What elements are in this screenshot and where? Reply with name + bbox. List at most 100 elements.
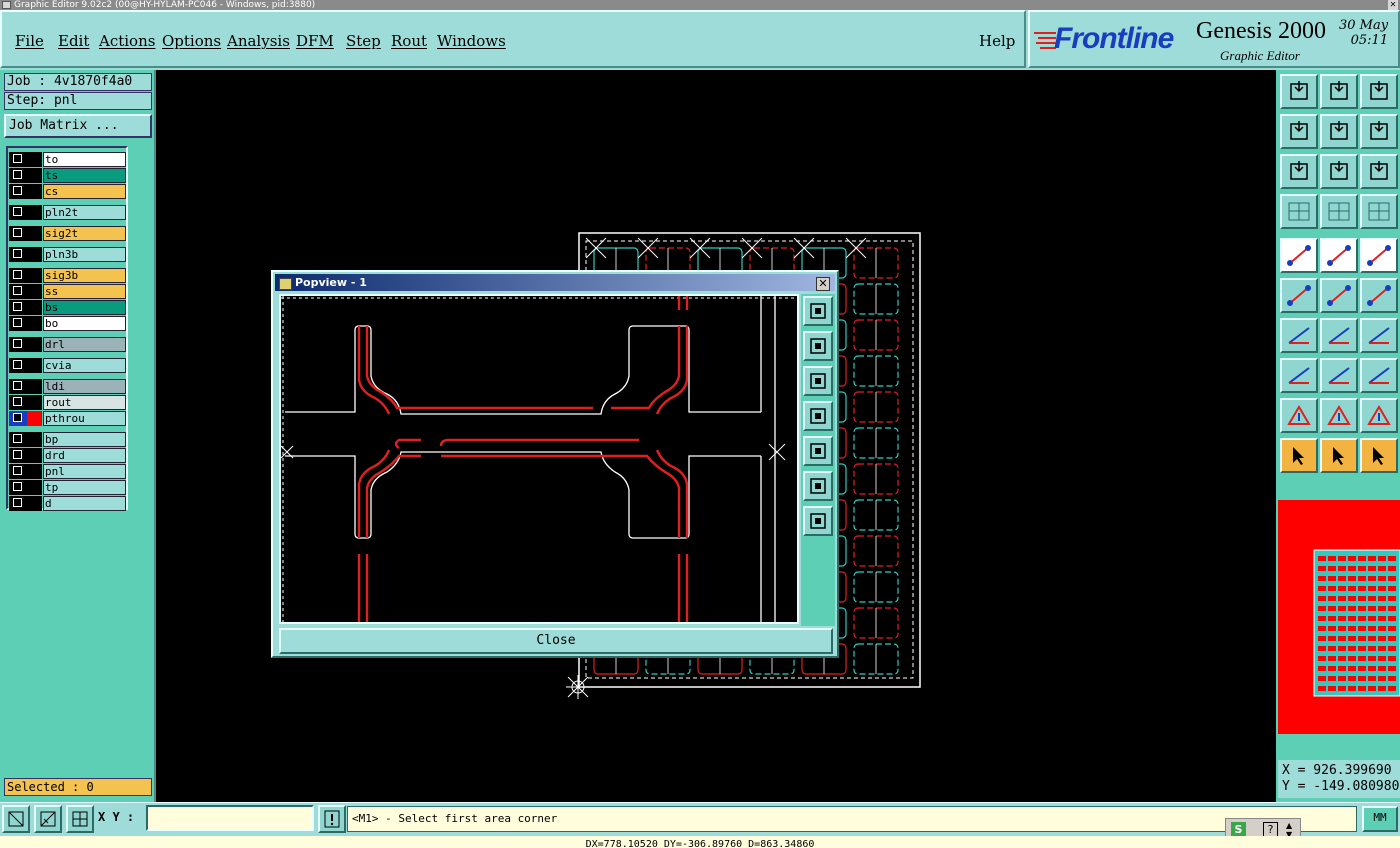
measure-tool-button[interactable] (1360, 358, 1398, 393)
layer-row-bo[interactable]: bo (9, 316, 126, 331)
pan-left-button[interactable] (803, 401, 833, 431)
overview-map[interactable] (1278, 500, 1400, 734)
layer-row-ldi[interactable]: ldi (9, 379, 126, 394)
layer-checkbox[interactable] (9, 268, 42, 283)
menu-rout[interactable]: Rout (391, 32, 428, 50)
layer-row-drd[interactable]: drd (9, 448, 126, 463)
pointer-select-tool-button[interactable] (1320, 438, 1358, 473)
triangle-tool-button[interactable] (1280, 398, 1318, 433)
grid-tool-button[interactable] (1320, 194, 1358, 229)
zoom-out-button[interactable] (803, 506, 833, 536)
layer-checkbox[interactable] (9, 284, 42, 299)
layer-row-d[interactable]: d (9, 496, 126, 511)
layer-row-cs[interactable]: cs (9, 184, 126, 199)
measure-mode-button[interactable] (34, 805, 62, 833)
menu-actions[interactable]: Actions (99, 32, 156, 50)
layer-checkbox[interactable] (9, 247, 42, 262)
menu-edit[interactable]: Edit (58, 32, 90, 50)
popview-close-icon[interactable]: ✕ (816, 277, 830, 291)
popview-title-bar[interactable]: Popview - 1 ✕ (275, 274, 835, 291)
arc-tool-button[interactable] (1360, 278, 1398, 313)
layer-row-pnl[interactable]: pnl (9, 464, 126, 479)
zoom-in-button[interactable] (803, 471, 833, 501)
layer-checkbox[interactable] (9, 432, 42, 447)
layer-tool-tool-button[interactable] (1360, 194, 1398, 229)
layer-row-pthrou[interactable]: pthrou (9, 411, 126, 426)
layer-checkbox[interactable] (9, 480, 42, 495)
xy-input[interactable] (146, 805, 314, 831)
layer-checkbox[interactable] (9, 464, 42, 479)
connect-tool-button[interactable] (1280, 278, 1318, 313)
layer-row-to[interactable]: to (9, 152, 126, 167)
layer-row-sig3b[interactable]: sig3b (9, 268, 126, 283)
pointer-box-tool-button[interactable] (1360, 438, 1398, 473)
zoom-fit-tool-button[interactable] (1280, 154, 1318, 189)
point-tool-button[interactable] (1280, 358, 1318, 393)
menu-windows[interactable]: Windows (437, 32, 506, 50)
layer-checkbox[interactable] (9, 152, 42, 167)
diagonal-tool-button[interactable] (1320, 318, 1358, 353)
rotate-arrow-tool-button[interactable] (1360, 318, 1398, 353)
app-tray-icon[interactable]: S (1231, 822, 1246, 837)
layer-row-drl[interactable]: drl (9, 337, 126, 352)
snap-mode-button[interactable] (2, 805, 30, 833)
layer-checkbox[interactable] (9, 395, 42, 410)
move-right-tool-button[interactable] (1320, 114, 1358, 149)
grid-mode-button[interactable] (66, 805, 94, 833)
menu-analysis[interactable]: Analysis (227, 32, 290, 50)
layer-checkbox[interactable] (9, 496, 42, 511)
layer-row-sig2t[interactable]: sig2t (9, 226, 126, 241)
layer-checkbox[interactable] (9, 379, 42, 394)
job-matrix-button[interactable]: Job Matrix ... (4, 114, 152, 138)
menu-dfm[interactable]: DFM (296, 32, 334, 50)
layer-row-bp[interactable]: bp (9, 432, 126, 447)
move-down-tool-button[interactable] (1320, 74, 1358, 109)
help-tray-icon[interactable]: ? (1263, 822, 1278, 837)
home-tool-button[interactable] (1360, 74, 1398, 109)
units-button[interactable]: MM (1362, 806, 1398, 832)
rotate-tool-button[interactable] (1360, 114, 1398, 149)
layer-checkbox[interactable] (9, 168, 42, 183)
zoom-window-button[interactable] (803, 296, 833, 326)
layer-checkbox[interactable] (9, 358, 42, 373)
line-tool-button[interactable] (1320, 238, 1358, 273)
angle-tool-button[interactable] (1280, 318, 1318, 353)
layer-row-cvia[interactable]: cvia (9, 358, 126, 373)
layer-checkbox[interactable] (9, 337, 42, 352)
layer-row-pln2t[interactable]: pln2t (9, 205, 126, 220)
pan-right-button[interactable] (803, 436, 833, 466)
ruler-tool-button[interactable] (1360, 238, 1398, 273)
cross-tool-button[interactable] (1320, 278, 1358, 313)
pan-down-button[interactable] (803, 366, 833, 396)
layer-row-tp[interactable]: tp (9, 480, 126, 495)
dash-tool-button[interactable] (1320, 358, 1358, 393)
layer-checkbox[interactable] (9, 226, 42, 241)
layer-row-rout[interactable]: rout (9, 395, 126, 410)
move-up-tool-button[interactable] (1280, 74, 1318, 109)
pan-up-button[interactable] (803, 331, 833, 361)
window-close-icon[interactable]: ✕ (1388, 0, 1398, 10)
scale-tool-button[interactable] (1360, 154, 1398, 189)
menu-step[interactable]: Step (346, 32, 381, 50)
layer-row-ts[interactable]: ts (9, 168, 126, 183)
layer-checkbox[interactable] (9, 184, 42, 199)
menu-options[interactable]: Options (162, 32, 222, 50)
layer-checkbox[interactable] (9, 411, 42, 426)
pointer-tool-button[interactable] (1280, 438, 1318, 473)
menu-file[interactable]: File (15, 32, 44, 50)
triangle-up-tool-button[interactable] (1320, 398, 1358, 433)
zoom-center-tool-button[interactable] (1320, 154, 1358, 189)
menu-help[interactable]: Help (979, 32, 1016, 50)
alert-button[interactable] (318, 805, 346, 833)
popview-close-button[interactable]: Close (279, 628, 833, 654)
pad-tool-button[interactable] (1280, 238, 1318, 273)
layer-checkbox[interactable] (9, 316, 42, 331)
layer-checkbox[interactable] (9, 205, 42, 220)
settings-tool-button[interactable] (1280, 194, 1318, 229)
layer-checkbox[interactable] (9, 300, 42, 315)
tray-chevron-icon[interactable]: ▲▼ (1286, 821, 1293, 839)
layer-row-bs[interactable]: bs (9, 300, 126, 315)
layer-row-ss[interactable]: ss (9, 284, 126, 299)
move-left-tool-button[interactable] (1280, 114, 1318, 149)
popview-canvas[interactable] (279, 294, 799, 624)
